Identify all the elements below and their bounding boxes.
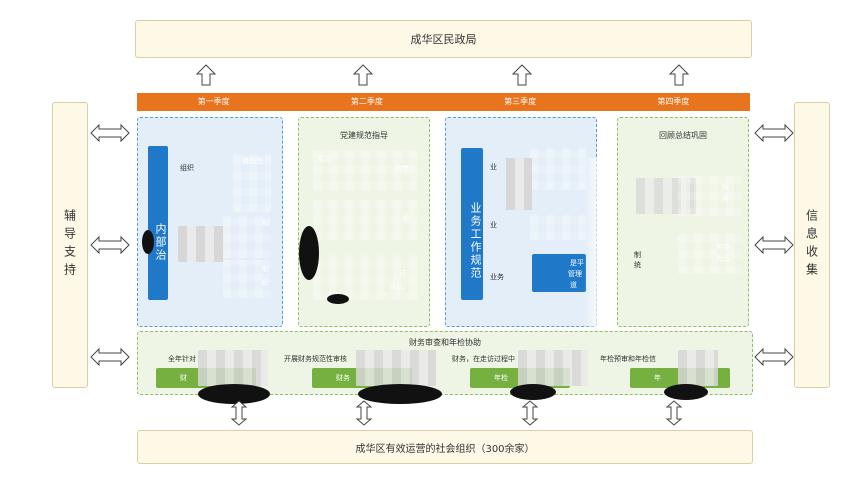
audit-line-2: 开展财务规范性审核 bbox=[284, 355, 347, 363]
audit-panel: 财务审查和年检协助 全年针对 开展财务规范性审核 财务，在走访过程中 年检预审和… bbox=[137, 331, 753, 404]
q3-snippet-2: 业 bbox=[490, 221, 497, 229]
q3-white-fade bbox=[584, 158, 604, 348]
double-arrow-icon bbox=[90, 235, 130, 255]
up-arrow-icon bbox=[511, 64, 533, 86]
audit-line-4: 年检预审和年检信 bbox=[600, 355, 656, 363]
audit-button-4-label: 年 bbox=[654, 374, 661, 382]
q4-snippet-3: 年金 bbox=[716, 243, 730, 251]
q3-blue-block-bottom bbox=[532, 254, 586, 292]
bottom-box-title: 成华区有效运营的社会组织（300余家） bbox=[355, 443, 535, 455]
q4-green-block-2 bbox=[678, 234, 742, 274]
q4-title: 回顾总结巩固 bbox=[659, 131, 707, 140]
audit-pixelated-1 bbox=[198, 350, 268, 386]
panel-q3: 业务工作规范 业 业 业务 是平 管理 道 bbox=[445, 117, 604, 348]
audit-pixelated-3 bbox=[518, 350, 588, 386]
up-arrow-icon bbox=[352, 64, 374, 86]
q3-snippet-3: 业务 bbox=[490, 273, 504, 281]
q4-snippet-1: 组 bbox=[722, 183, 729, 191]
quarter-label-1: 第一季度 bbox=[197, 97, 230, 106]
q1-blue-block-top bbox=[233, 154, 271, 212]
updown-arrow-icon bbox=[230, 400, 248, 426]
q2-snippet-5: 协助。 bbox=[389, 283, 410, 291]
q4-pixelated-text-1 bbox=[636, 178, 696, 214]
audit-redaction-blob-2 bbox=[358, 384, 442, 404]
quarter-bar: 第一季度 第二季度 第三季度 第四季度 bbox=[137, 93, 750, 111]
q2-green-block-1 bbox=[313, 150, 417, 190]
audit-line-3: 财务，在走访过程中 bbox=[452, 355, 515, 363]
q4-snippet-2: 再 bbox=[722, 195, 729, 203]
audit-pixelated-2 bbox=[356, 350, 436, 386]
up-arrow-icon bbox=[195, 64, 217, 86]
q3-pixelated-text bbox=[506, 158, 532, 210]
bottom-box-organizations: 成华区有效运营的社会组织（300余家） bbox=[137, 430, 753, 464]
updown-arrow-icon bbox=[521, 400, 539, 426]
quarter-label-4: 第四季度 bbox=[657, 97, 690, 106]
quarter-label-3: 第三季度 bbox=[504, 97, 537, 106]
audit-button-3-label: 年检 bbox=[494, 374, 508, 382]
audit-title: 财务审查和年检协助 bbox=[409, 338, 481, 347]
q1-pixelated-text bbox=[178, 226, 224, 262]
q1-snippet-1: 组织 bbox=[180, 164, 194, 172]
q4-snippet-5: 制 bbox=[634, 251, 641, 259]
top-box-title: 成华区民政局 bbox=[410, 33, 477, 46]
q2-redaction-blob bbox=[299, 226, 319, 280]
q2-snippet-4: 过 bbox=[399, 269, 406, 277]
left-side-box: 辅导支持 bbox=[52, 102, 88, 388]
right-side-label: 信息收集 bbox=[804, 209, 819, 281]
audit-redaction-blob-1 bbox=[198, 384, 270, 404]
double-arrow-icon bbox=[754, 123, 794, 143]
right-side-box: 信息收集 bbox=[794, 102, 830, 388]
q3-snippet-4: 是平 bbox=[570, 259, 584, 267]
audit-button-1-label: 财 bbox=[180, 374, 187, 382]
q3-vertical-label: 业务工作规范 bbox=[461, 148, 483, 300]
q1-snippet-3: 和 bbox=[262, 219, 269, 227]
q3-blue-block-mid bbox=[530, 214, 586, 240]
q2-snippet-2: 的党 bbox=[395, 165, 409, 173]
q4-snippet-4: 为后 bbox=[716, 255, 730, 263]
q1-blue-block-bottom bbox=[223, 260, 271, 298]
double-arrow-icon bbox=[90, 123, 130, 143]
q1-blue-block-mid bbox=[223, 216, 271, 258]
double-arrow-icon bbox=[754, 235, 794, 255]
q3-snippet-6: 道 bbox=[570, 281, 577, 289]
q1-vertical-label: 内部治 bbox=[148, 146, 168, 300]
q2-snippet-3: 织 bbox=[403, 215, 410, 223]
updown-arrow-icon bbox=[355, 400, 373, 426]
double-arrow-icon bbox=[754, 347, 794, 367]
q3-snippet-1: 业 bbox=[490, 163, 497, 171]
q1-snippet-5: 织 bbox=[262, 279, 269, 287]
q2-snippet-1: 党员 bbox=[317, 155, 331, 163]
q2-green-block-2 bbox=[313, 200, 417, 240]
audit-redaction-blob-4 bbox=[664, 384, 708, 400]
top-box-minzheng: 成华区民政局 bbox=[135, 20, 752, 58]
audit-pixelated-4 bbox=[678, 350, 718, 386]
audit-button-2-label: 财务 bbox=[336, 374, 350, 382]
up-arrow-icon bbox=[668, 64, 690, 86]
q1-snippet-2: 组织完 bbox=[242, 157, 263, 165]
updown-arrow-icon bbox=[665, 400, 683, 426]
q4-green-block-1 bbox=[678, 176, 742, 216]
q1-redaction-blob bbox=[142, 230, 154, 254]
panel-q4: 回顾总结巩固 组 再 年金 为后 制 统 bbox=[617, 117, 749, 327]
quarter-label-2: 第二季度 bbox=[350, 97, 383, 106]
audit-line-1: 全年针对 bbox=[168, 355, 196, 363]
double-arrow-icon bbox=[90, 347, 130, 367]
q2-green-block-3 bbox=[313, 252, 417, 300]
audit-redaction-blob-3 bbox=[510, 384, 556, 400]
left-side-label: 辅导支持 bbox=[62, 209, 77, 281]
panel-q1: 内部治 组织 组织完 和 制 织 bbox=[137, 117, 283, 327]
q4-snippet-6: 统 bbox=[634, 261, 641, 269]
q2-title: 党建规范指导 bbox=[340, 131, 388, 140]
q2-redaction-blob-2 bbox=[327, 294, 349, 304]
q1-snippet-4: 制 bbox=[262, 265, 269, 273]
q3-snippet-5: 管理 bbox=[568, 270, 582, 278]
q3-blue-block-top bbox=[530, 148, 586, 190]
panel-q2: 党建规范指导 党员 的党 织 过 协助。 bbox=[298, 117, 430, 327]
